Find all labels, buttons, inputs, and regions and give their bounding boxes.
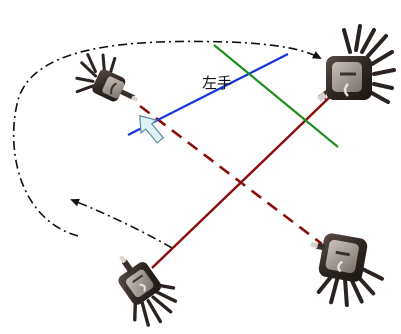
- brush-tool-icon: [75, 53, 139, 102]
- cursor-arrow-icon: [139, 114, 165, 144]
- dash-dot-path-top: [12, 40, 322, 237]
- dash-dot-path-bottom: [70, 198, 173, 249]
- brush-tool-icon: [317, 24, 396, 104]
- brush-tool-icon: [118, 255, 178, 327]
- green-axis: [213, 44, 339, 148]
- left-hand-label: 左手: [202, 74, 233, 92]
- solid-red-axis: [151, 91, 336, 269]
- dashed-red-axis: [139, 104, 323, 246]
- brush-tool-icon: [310, 233, 384, 308]
